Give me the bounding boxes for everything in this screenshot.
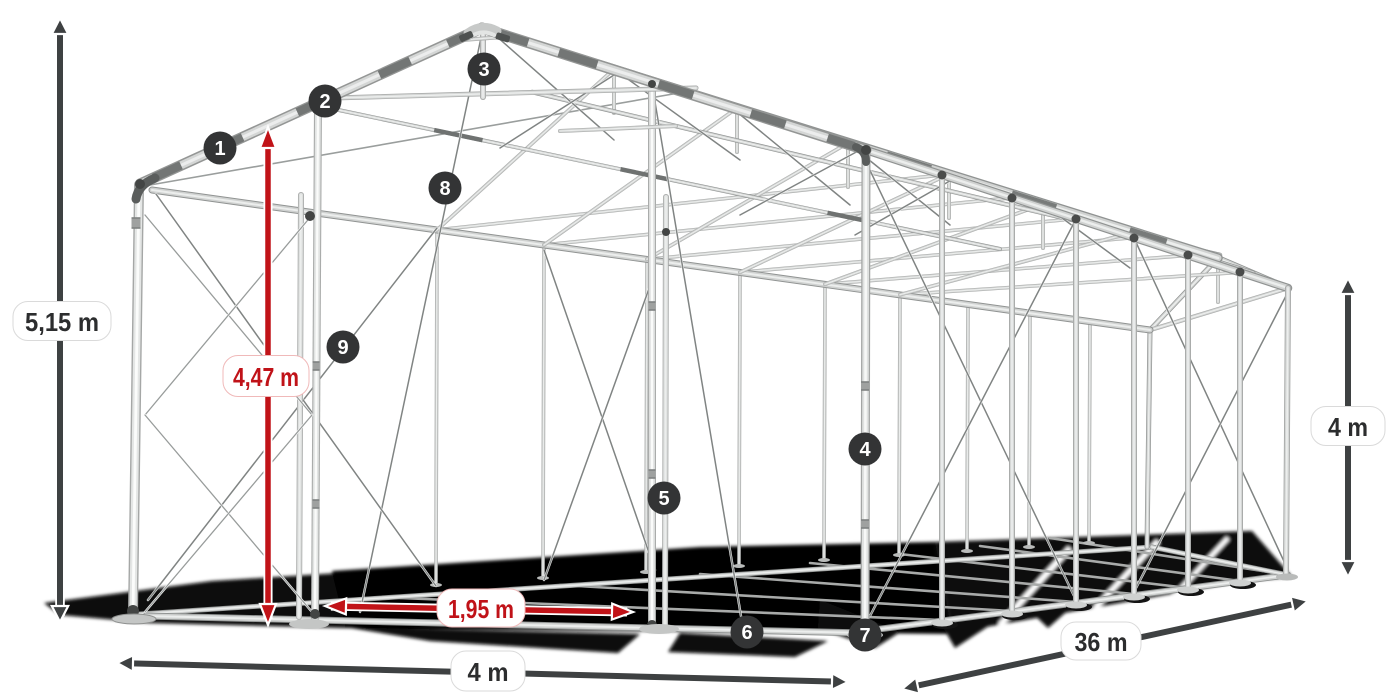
svg-text:2: 2 [319, 91, 330, 113]
svg-text:5: 5 [658, 488, 669, 510]
svg-text:6: 6 [741, 622, 752, 644]
svg-text:8: 8 [439, 178, 450, 200]
svg-text:9: 9 [337, 337, 348, 359]
svg-text:1,95 m: 1,95 m [448, 594, 514, 624]
svg-text:3: 3 [478, 59, 489, 81]
svg-text:5,15 m: 5,15 m [25, 307, 99, 337]
svg-text:4 m: 4 m [1328, 412, 1368, 442]
svg-text:4,47 m: 4,47 m [233, 362, 299, 392]
svg-text:4: 4 [859, 439, 871, 461]
svg-text:36 m: 36 m [1075, 627, 1128, 657]
svg-text:1: 1 [214, 138, 225, 160]
svg-text:7: 7 [859, 625, 870, 647]
svg-text:4 m: 4 m [468, 657, 509, 687]
